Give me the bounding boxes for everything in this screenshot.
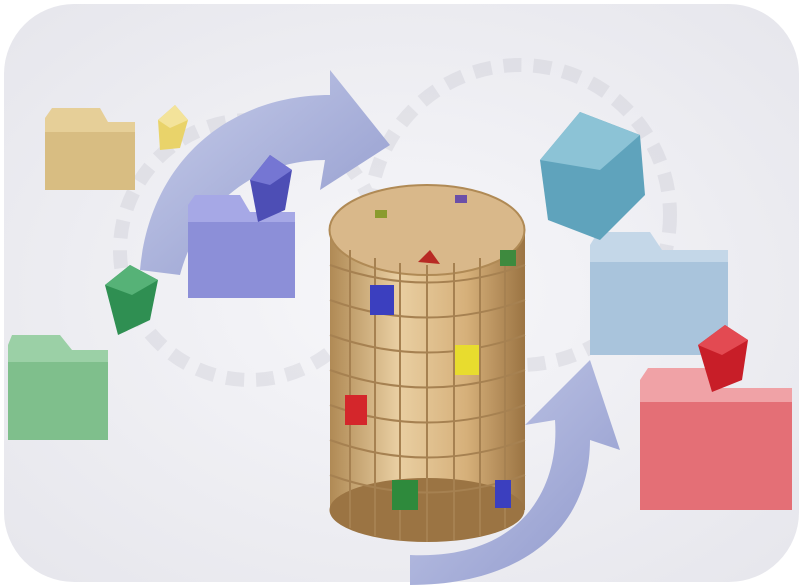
folder-icon <box>590 232 728 355</box>
folder-icon <box>8 335 108 440</box>
database-cylinder-icon <box>330 185 526 542</box>
